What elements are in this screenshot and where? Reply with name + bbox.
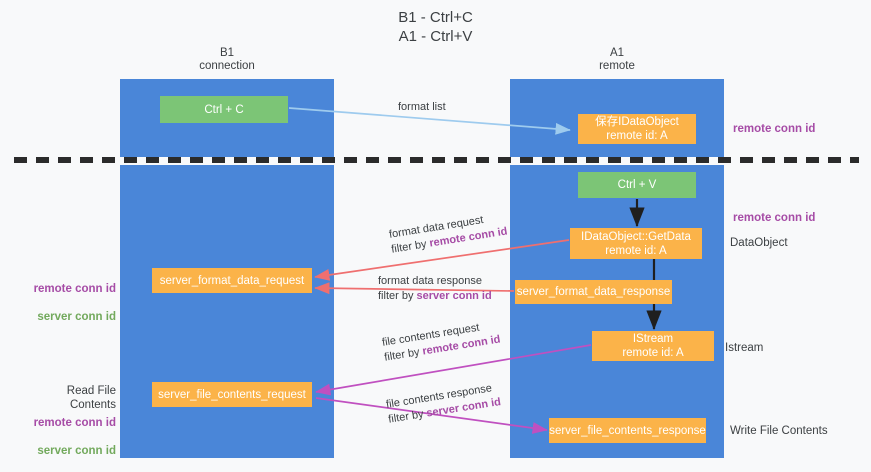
node-istream[interactable]: IStream remote id: A <box>592 331 714 361</box>
phase-divider <box>14 157 859 163</box>
label-write-file-contents: Write File Contents <box>730 425 828 437</box>
column-header-b1: B1 connection <box>199 47 255 72</box>
node-server-format-data-request[interactable]: server_format_data_request <box>152 268 312 293</box>
edge-label-format-data-response-filter: server conn id <box>416 290 492 302</box>
node-server-file-contents-request[interactable]: server_file_contents_request <box>152 382 312 407</box>
label-left-server-conn-id-bottom: server conn id <box>37 445 116 457</box>
label-dataobject: DataObject <box>730 237 788 249</box>
label-left-server-conn-id-mid: server conn id <box>37 311 116 323</box>
edge-label-file-contents-response: file contents response filter by server … <box>385 380 502 427</box>
label-istream: Istream <box>725 342 764 354</box>
column-header-a1: A1 remote <box>599 47 635 72</box>
node-ctrl-v[interactable]: Ctrl + V <box>578 172 696 198</box>
node-server-format-data-response[interactable]: server_format_data_response <box>515 280 672 304</box>
label-left-remote-conn-id-bottom: remote conn id <box>33 417 116 429</box>
edge-label-file-contents-request: file contents request filter by remote c… <box>381 318 502 366</box>
label-remote-conn-id-mid: remote conn id <box>733 212 816 224</box>
node-server-file-contents-response[interactable]: server_file_contents_response <box>549 418 706 443</box>
edge-label-format-data-response-text: format data response <box>378 275 482 287</box>
lane-a1-bottom <box>510 165 724 458</box>
page-title: B1 - Ctrl+C A1 - Ctrl+V <box>398 9 473 45</box>
label-read-file-contents: Read File Contents <box>66 385 116 411</box>
label-left-remote-conn-id-mid: remote conn id <box>33 283 116 295</box>
edge-label-format-data-response: format data response filter by server co… <box>378 274 492 304</box>
lane-b1-bottom <box>120 165 334 458</box>
node-save-idataobject[interactable]: 保存IDataObject remote id: A <box>578 114 696 144</box>
edge-label-format-data-response-filter-prefix: filter by <box>378 290 417 302</box>
edge-label-format-list-text: format list <box>398 101 446 113</box>
edge-label-format-data-request: format data request filter by remote con… <box>388 210 509 258</box>
edge-label-format-list: format list <box>398 100 446 115</box>
label-remote-conn-id-top: remote conn id <box>733 123 816 135</box>
node-ctrl-c[interactable]: Ctrl + C <box>160 96 288 123</box>
label-left-conn-ids-mid: remote conn id server conn id <box>20 268 116 338</box>
label-left-conn-ids-bottom: remote conn id server conn id <box>20 402 116 472</box>
node-idataobject-getdata[interactable]: IDataObject::GetData remote id: A <box>570 228 702 259</box>
